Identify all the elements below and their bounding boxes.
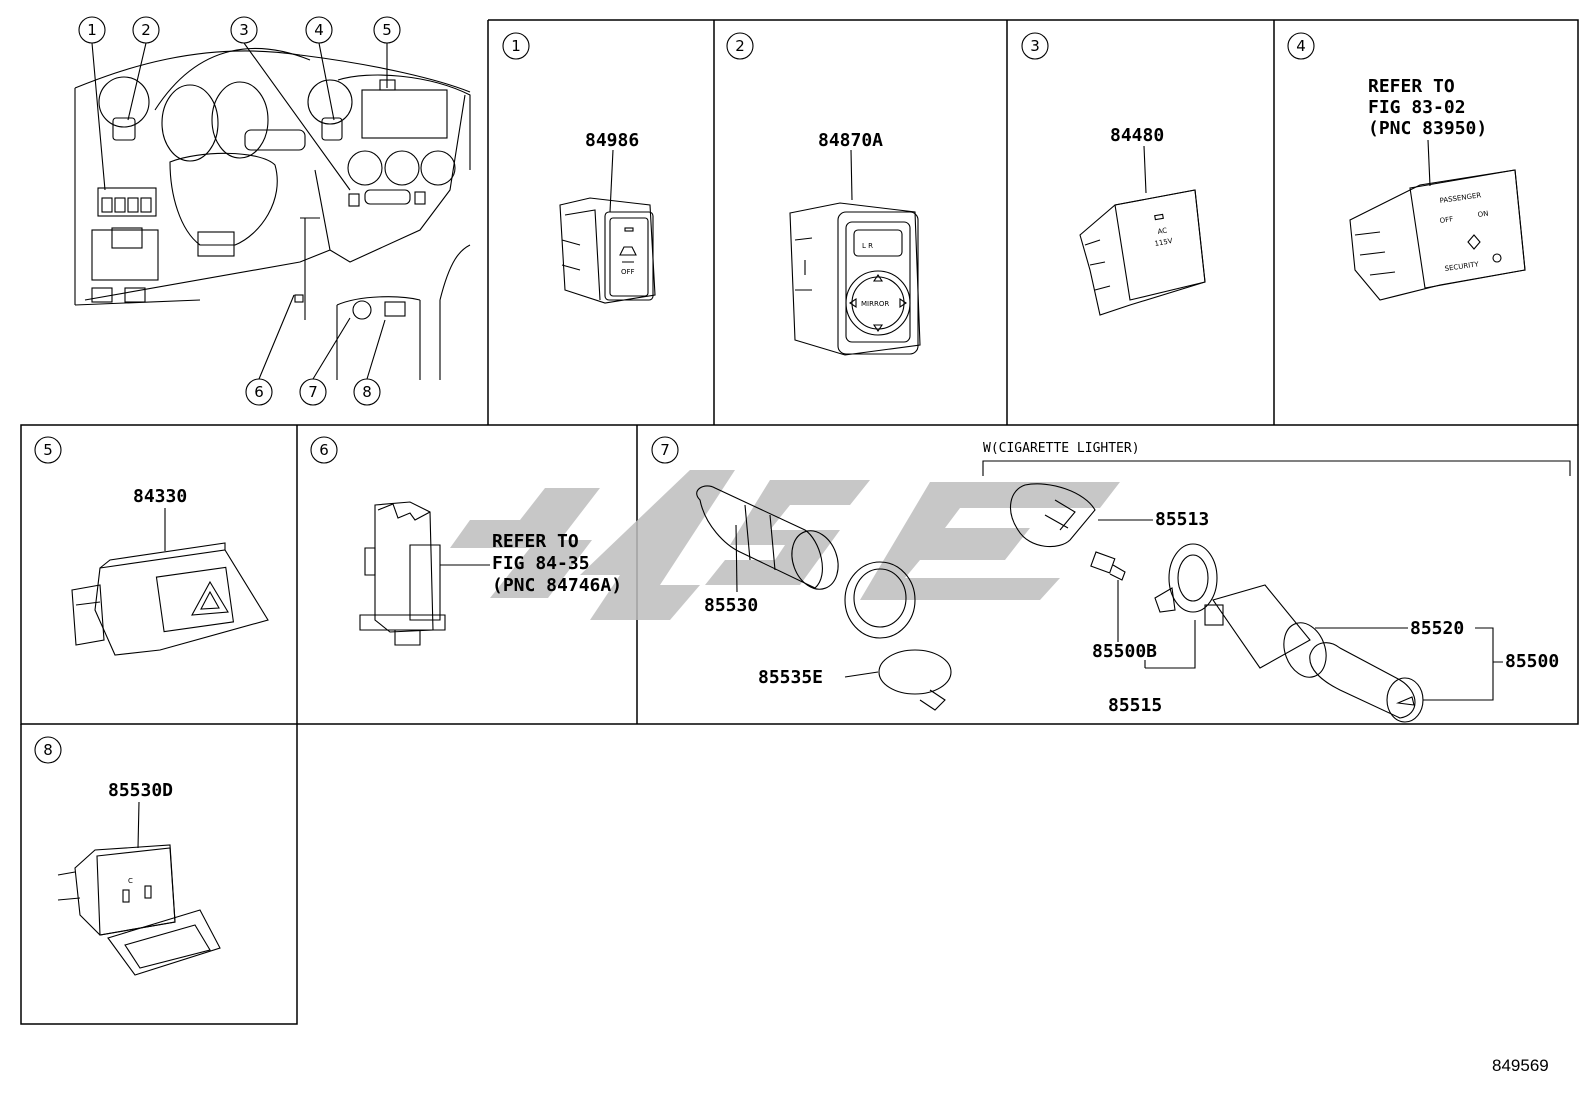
bracket-85513 [1009, 483, 1096, 548]
socket-85520 [1204, 584, 1327, 678]
svg-text:C: C [128, 877, 133, 885]
overview-callout-8: 8 [353, 378, 381, 406]
vsc-switch: OFF [559, 197, 656, 304]
part-85530D: 85530D [108, 780, 173, 801]
panel-4-refer-line-3: (PNC 83950) [1368, 118, 1487, 139]
panel-7: 7 W(CIGARETTE LIGHTER) 85530 85535E 8551… [651, 436, 1571, 723]
panel-6-callout: 6 [310, 436, 338, 464]
panel-8-callout: 8 [34, 736, 62, 764]
part-85520: 85520 [1410, 618, 1464, 639]
panel-4-refer-line-1: REFER TO [1368, 76, 1455, 97]
panel-4-callout: 4 [1287, 32, 1315, 60]
panel-5: 5 84330 [34, 436, 269, 656]
panel-6: 6 REFER TO FIG 84-35 (PNC 84746A) [310, 436, 622, 646]
overview-callout-6: 6 [245, 378, 273, 406]
mirror-arrows-icon [849, 274, 907, 332]
airbag-icon [1467, 234, 1481, 250]
part-84870A: 84870A [818, 130, 883, 151]
svg-text:PASSENGER: PASSENGER [1439, 191, 1482, 205]
overview-callout-3: 3 [230, 16, 258, 44]
panel-4-refer-line-2: FIG 83-02 [1368, 97, 1466, 118]
panel-6-refer-line-3: (PNC 84746A) [492, 575, 622, 596]
overview-callout-1: 1 [78, 16, 106, 44]
power-socket-85530D: C [57, 844, 221, 976]
part-85535E: 85535E [758, 667, 823, 688]
panel-5-callout: 5 [34, 436, 62, 464]
panel-8: 8 85530D C [34, 736, 221, 976]
svg-text:5: 5 [43, 441, 53, 459]
ac-outlet-switch: AC 115V [1079, 189, 1206, 316]
svg-text:AC: AC [1157, 226, 1168, 236]
svg-text:OFF: OFF [1439, 215, 1454, 225]
hazard-switch [71, 542, 269, 656]
part-85530: 85530 [704, 595, 758, 616]
airbag-indicator: PASSENGER OFF ON SECURITY [1349, 169, 1526, 301]
panel-2-callout: 2 [726, 32, 754, 60]
panel-6-refer-line-2: FIG 84-35 [492, 553, 590, 574]
door-courtesy-switch [359, 501, 446, 646]
cigarette-lighter-note: W(CIGARETTE LIGHTER) [983, 441, 1140, 456]
mirror-switch: L R MIRROR [789, 202, 921, 356]
ring-85515 [1154, 543, 1218, 613]
part-85513: 85513 [1155, 509, 1209, 530]
svg-text:L R: L R [862, 242, 873, 250]
socket-85530 [696, 485, 839, 590]
svg-text:8: 8 [43, 741, 53, 759]
overview-callout-5: 5 [373, 16, 401, 44]
dashboard-overview: 1 2 3 4 5 6 7 8 [74, 16, 471, 406]
panel-7-callout: 7 [651, 436, 679, 464]
part-85500: 85500 [1505, 651, 1559, 672]
svg-text:7: 7 [660, 441, 670, 459]
hazard-triangle-icon [191, 580, 229, 616]
cap-85535E [844, 561, 952, 711]
bulb-85500B [1090, 551, 1126, 581]
part-85515: 85515 [1108, 695, 1162, 716]
document-id: 849569 [1492, 1056, 1549, 1075]
part-85500B: 85500B [1092, 641, 1157, 662]
svg-text:3: 3 [1030, 37, 1040, 55]
watermark-logo [450, 470, 1120, 620]
svg-text:4: 4 [314, 21, 324, 39]
svg-text:2: 2 [141, 21, 151, 39]
svg-text:7: 7 [308, 383, 318, 401]
svg-text:6: 6 [254, 383, 264, 401]
svg-text:115V: 115V [1154, 237, 1173, 248]
vsc-off-icon [619, 246, 637, 263]
svg-text:OFF: OFF [621, 268, 635, 276]
svg-text:MIRROR: MIRROR [861, 300, 889, 308]
overview-switch-bank [97, 187, 157, 217]
panel-1-callout: 1 [502, 32, 530, 60]
svg-text:ON: ON [1477, 210, 1489, 219]
part-84986: 84986 [585, 130, 639, 151]
plug-85500 [1309, 642, 1424, 723]
overview-callout-7: 7 [299, 378, 327, 406]
panel-2: 2 84870A L R MIRROR [726, 32, 921, 356]
panel-1: 1 84986 OFF [502, 32, 656, 304]
svg-text:4: 4 [1296, 37, 1306, 55]
panel-frames [20, 19, 1579, 1025]
svg-text:3: 3 [239, 21, 249, 39]
panel-3: 3 84480 AC 115V [1021, 32, 1206, 316]
overview-callout-2: 2 [132, 16, 160, 44]
part-84480: 84480 [1110, 125, 1164, 146]
overview-callout-4: 4 [305, 16, 333, 44]
part-84330: 84330 [133, 486, 187, 507]
svg-text:8: 8 [362, 383, 372, 401]
panel-6-refer-line-1: REFER TO [492, 531, 579, 552]
svg-text:2: 2 [735, 37, 745, 55]
svg-text:5: 5 [382, 21, 392, 39]
panel-4: 4 REFER TO FIG 83-02 (PNC 83950) PASSENG… [1287, 32, 1526, 301]
svg-text:1: 1 [87, 21, 97, 39]
svg-text:SECURITY: SECURITY [1444, 260, 1480, 273]
svg-text:6: 6 [319, 441, 329, 459]
panel-3-callout: 3 [1021, 32, 1049, 60]
svg-text:1: 1 [511, 37, 521, 55]
